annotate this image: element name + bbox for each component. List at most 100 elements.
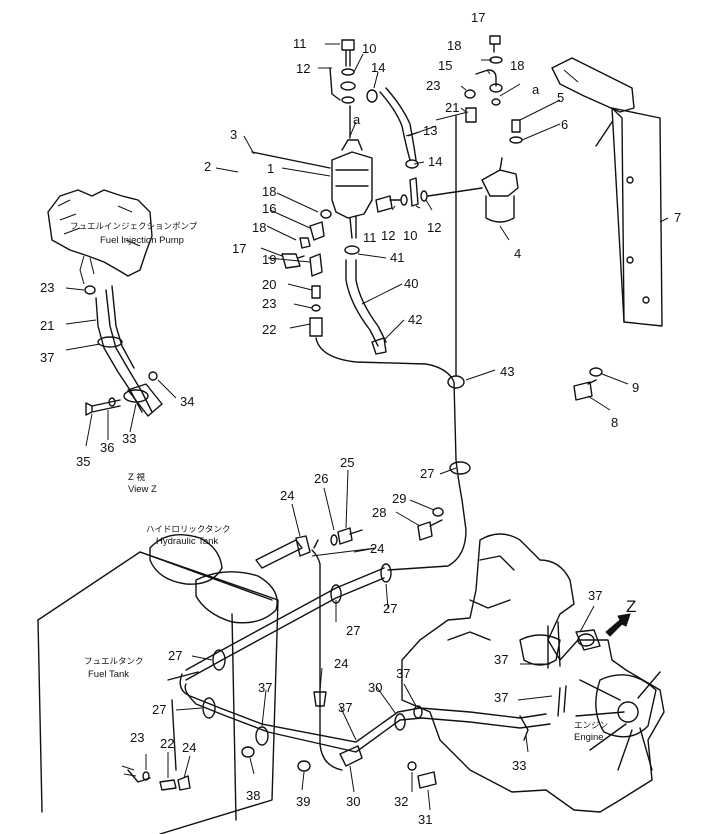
fuel-line-main: [315, 337, 467, 571]
callout-21b: 21: [40, 318, 54, 333]
callout-24d: 24: [182, 740, 196, 755]
callout-1: 1: [267, 161, 274, 176]
callout-27c: 27: [346, 623, 360, 638]
callout-33: 33: [122, 431, 136, 446]
callout-37d: 37: [396, 666, 410, 681]
engine-label-jp: エンジン: [574, 721, 608, 731]
callout-14b: 14: [428, 154, 442, 169]
callout-37f: 37: [494, 690, 508, 705]
callout-26: 26: [314, 471, 328, 486]
fuel-filter-4: [481, 157, 519, 223]
z-marker: Z: [626, 597, 636, 616]
callout-17: 17: [232, 241, 246, 256]
callout-23: 23: [262, 296, 276, 311]
callout-11: 11: [293, 36, 307, 51]
callout-37g: 37: [588, 588, 602, 603]
callout-30b: 30: [346, 794, 360, 809]
callout-12c: 12: [427, 220, 441, 235]
callout-43: 43: [500, 364, 514, 379]
hydraulic-label-en: Hydraulic Tank: [156, 536, 218, 547]
callout-27e: 27: [152, 702, 166, 717]
callout-27: 27: [420, 466, 434, 481]
fuel-tank-label-jp: フュエルタンク: [84, 657, 144, 667]
callout-numbers: 11 10 12 14 a 3 2 1 13 14 18 16 18 17 19…: [40, 10, 681, 827]
z-arrow-icon: [605, 613, 631, 637]
callout-37e: 37: [494, 652, 508, 667]
callout-37b: 37: [258, 680, 272, 695]
callout-37c: 37: [338, 700, 352, 715]
callout-34: 34: [180, 394, 194, 409]
callout-36: 36: [100, 440, 114, 455]
fuel-filter-1: [251, 105, 373, 239]
leader-lines: [65, 43, 669, 811]
callout-18d: 18: [510, 58, 524, 73]
engine-label-en: Engine: [574, 732, 604, 743]
callout-40: 40: [404, 276, 418, 291]
callout-25: 25: [340, 455, 354, 470]
callout-18b: 18: [252, 220, 266, 235]
callout-37: 37: [40, 350, 54, 365]
view-z-assembly: [84, 285, 163, 417]
hydraulic-label-jp: ハイドロリックタンク: [146, 525, 231, 535]
view-z-jp: Z 視: [128, 472, 146, 483]
callout-28: 28: [372, 505, 386, 520]
fittings-top-right: [464, 35, 503, 123]
callout-11b: 11: [363, 230, 377, 245]
callout-31: 31: [418, 812, 432, 827]
callout-a: a: [353, 112, 361, 127]
callout-18: 18: [262, 184, 276, 199]
callout-5: 5: [557, 90, 564, 105]
bolt-stack-center: [375, 177, 483, 213]
callout-41: 41: [390, 250, 404, 265]
callout-35: 35: [76, 454, 90, 469]
hardware-center: [330, 461, 471, 546]
callout-12b: 12: [381, 228, 395, 243]
callout-29: 29: [392, 491, 406, 506]
callout-6: 6: [561, 117, 568, 132]
pump-label-jp: フュエルインジェクションポンプ: [70, 222, 198, 232]
hose-40: [344, 245, 387, 355]
callout-42: 42: [408, 312, 422, 327]
fuel-tank: [37, 534, 279, 834]
callout-24b: 24: [370, 541, 384, 556]
callout-3: 3: [230, 127, 237, 142]
callout-15: 15: [438, 58, 452, 73]
callout-23c: 23: [40, 280, 54, 295]
fuel-injection-pump: [47, 189, 153, 285]
callout-14: 14: [371, 60, 385, 75]
callout-38: 38: [246, 788, 260, 803]
callout-27d: 27: [168, 648, 182, 663]
callout-20: 20: [262, 277, 276, 292]
fuel-tank-label-en: Fuel Tank: [88, 669, 129, 680]
callout-16: 16: [262, 201, 276, 216]
view-z-en: View Z: [128, 484, 157, 495]
callout-30: 30: [368, 680, 382, 695]
callout-13: 13: [423, 123, 437, 138]
fittings-small: [281, 209, 332, 337]
callout-33b: 33: [512, 758, 526, 773]
callout-22b: 22: [160, 736, 174, 751]
callout-27b: 27: [383, 601, 397, 616]
callout-39: 39: [296, 794, 310, 809]
callout-19: 19: [262, 252, 276, 267]
callout-2: 2: [204, 159, 211, 174]
callout-10b: 10: [403, 228, 417, 243]
callout-32: 32: [394, 794, 408, 809]
callout-a2: a: [532, 82, 540, 97]
callout-23d: 23: [130, 730, 144, 745]
callout-8: 8: [611, 415, 618, 430]
pump-label-en: Fuel Injection Pump: [100, 235, 184, 246]
callout-12: 12: [296, 61, 310, 76]
callout-22: 22: [262, 322, 276, 337]
callout-10: 10: [362, 41, 376, 56]
bracket-7: [551, 57, 663, 401]
callout-24c: 24: [334, 656, 348, 671]
callout-21: 21: [445, 100, 459, 115]
callout-17b: 17: [471, 10, 485, 25]
callout-9: 9: [632, 380, 639, 395]
engine: [401, 533, 665, 813]
hose-13: [379, 91, 411, 161]
callout-4: 4: [514, 246, 521, 261]
